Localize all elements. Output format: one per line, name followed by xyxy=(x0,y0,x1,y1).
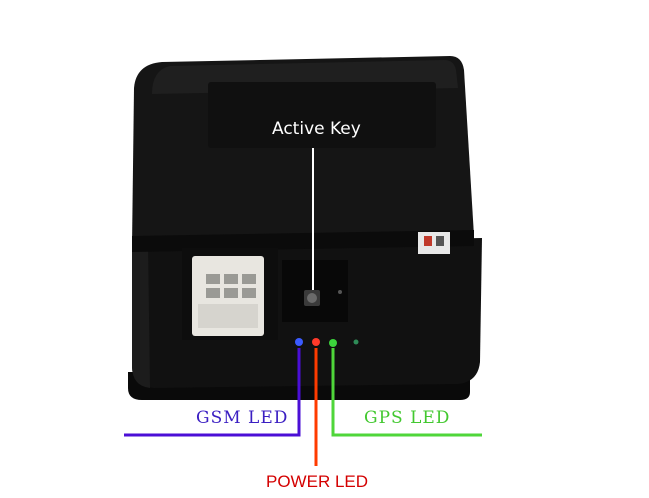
connector-pin-red xyxy=(424,236,432,246)
connector-pin xyxy=(436,236,444,246)
key-slot-hole xyxy=(338,290,342,294)
gsm-led-dot xyxy=(295,338,303,346)
gps-led-label: GPS LED xyxy=(364,408,451,428)
device-indicator xyxy=(353,339,359,345)
device-label-recess xyxy=(208,82,436,148)
power-led-label: POWER LED xyxy=(266,472,369,491)
device-lid-edge xyxy=(132,230,474,252)
gps-leader-line xyxy=(331,348,482,437)
sim-logo-area xyxy=(198,304,258,328)
sim-contact xyxy=(206,274,220,284)
active-key-label: Active Key xyxy=(272,119,361,139)
sim-contact xyxy=(206,288,220,298)
sim-contact xyxy=(224,288,238,298)
active-key-cap xyxy=(307,293,317,303)
power-led-dot xyxy=(312,338,320,346)
device-side-shade xyxy=(132,244,150,388)
sim-contact xyxy=(242,288,256,298)
gps-led-dot xyxy=(329,339,337,347)
gsm-leader-line xyxy=(124,348,301,437)
sim-contact xyxy=(242,274,256,284)
connector xyxy=(418,232,450,254)
gsm-led-label: GSM LED xyxy=(196,408,289,428)
sim-contact xyxy=(224,274,238,284)
